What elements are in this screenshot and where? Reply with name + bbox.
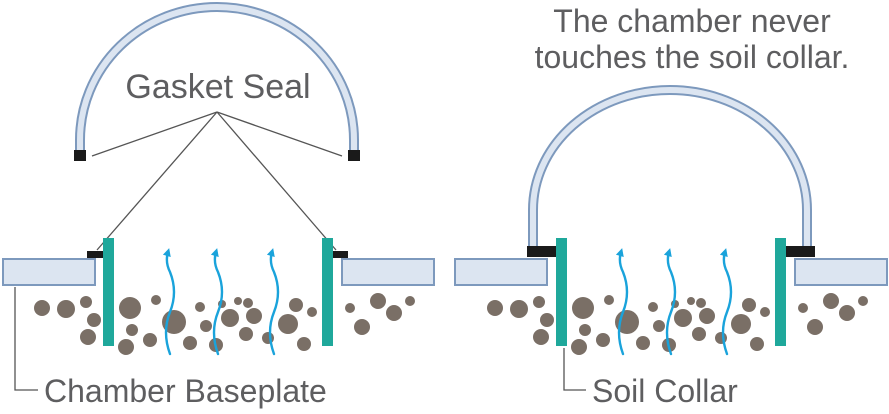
right-collar-wall-left bbox=[556, 238, 567, 346]
left-chamber-dome bbox=[75, 2, 359, 151]
gas-flow-arrow-icon bbox=[719, 248, 733, 356]
left-baseplate-left bbox=[2, 258, 96, 286]
baseplate-gasket-left bbox=[87, 251, 104, 258]
gasket-seal-label: Gasket Seal bbox=[125, 68, 310, 106]
left-collar-wall-left bbox=[103, 238, 114, 346]
right-baseplate-left bbox=[454, 258, 548, 286]
chamber-baseplate-label: Chamber Baseplate bbox=[44, 373, 327, 409]
baseplate-gasket-right bbox=[331, 251, 348, 258]
right-soil-particles bbox=[487, 293, 868, 355]
left-gas-flow-arrows bbox=[162, 248, 280, 356]
note-line-1: The chamber never bbox=[553, 3, 831, 39]
note-line-2: touches the soil collar. bbox=[535, 39, 850, 75]
baseplate-leader-line bbox=[14, 287, 38, 391]
gas-flow-arrow-icon bbox=[663, 248, 677, 356]
gasket-leader-lines bbox=[91, 111, 343, 251]
left-baseplate-right bbox=[341, 258, 435, 286]
gas-flow-arrow-icon bbox=[266, 248, 280, 356]
left-soil-particles bbox=[34, 293, 415, 355]
right-gasket-right bbox=[785, 246, 815, 257]
right-collar-wall-right bbox=[775, 238, 786, 346]
gas-flow-arrow-icon bbox=[615, 248, 629, 356]
soil-collar-leader-line bbox=[563, 348, 586, 391]
left-dome-gasket-left bbox=[74, 150, 86, 161]
right-gasket-left bbox=[527, 246, 557, 257]
left-panel: Gasket Seal bbox=[2, 2, 435, 409]
right-chamber-dome bbox=[528, 85, 812, 246]
gas-flow-arrow-icon bbox=[210, 248, 224, 356]
right-panel: The chamber never touches the soil colla… bbox=[454, 3, 888, 409]
right-gas-flow-arrows bbox=[615, 248, 733, 356]
left-dome-gasket-right bbox=[348, 150, 360, 161]
gas-flow-arrow-icon bbox=[162, 248, 176, 356]
left-collar-wall-right bbox=[322, 238, 333, 346]
right-baseplate-right bbox=[794, 258, 888, 286]
soil-collar-label: Soil Collar bbox=[592, 373, 738, 409]
